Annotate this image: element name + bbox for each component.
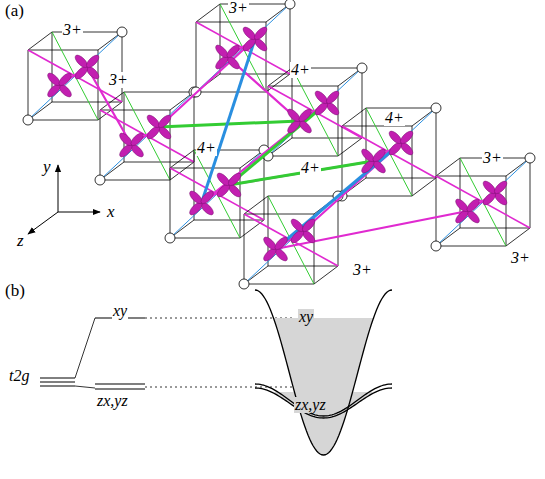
ion-site: [431, 103, 441, 113]
ion-site: [23, 115, 33, 125]
band-filling: [255, 392, 392, 418]
d-orbital: [241, 25, 269, 53]
ion-charge: 3+: [228, 0, 249, 16]
ion-site: [431, 241, 441, 251]
d-orbital: [188, 189, 216, 217]
bond-line: [100, 110, 194, 162]
d-orbital: [286, 107, 314, 135]
d-orbital: [360, 147, 388, 175]
bond-line: [436, 176, 530, 228]
ion-charge: 4+: [384, 110, 405, 126]
orbital-label: zx,yz: [96, 393, 129, 409]
orbital-label: t2g: [8, 368, 30, 384]
cube-edge: [196, 4, 220, 22]
ion-charge: 4+: [290, 62, 311, 78]
band-label: zx,yz: [294, 397, 327, 413]
cube-edge: [342, 108, 366, 126]
cube-edge: [412, 178, 436, 196]
bond-line: [196, 22, 290, 74]
ion-charge: 3+: [62, 22, 83, 38]
bond-line: [170, 168, 264, 220]
axis-label: x: [106, 203, 116, 220]
panel-label: (b): [4, 282, 26, 299]
cube-edge: [266, 74, 290, 92]
cube-edge: [244, 196, 268, 214]
cube-edge: [170, 150, 194, 168]
bond-line: [229, 103, 327, 185]
cube-lattice: [23, 0, 535, 289]
d-orbital: [262, 235, 290, 263]
d-orbital: [454, 197, 482, 225]
band-curve: [255, 384, 392, 416]
axis-arrow: [28, 212, 58, 234]
d-orbital: [289, 217, 317, 245]
orbital-label: xy: [112, 303, 128, 319]
splitting-line: [75, 318, 95, 378]
cube-edge: [268, 68, 292, 86]
ion-site: [117, 27, 127, 37]
bond-line: [268, 86, 362, 138]
bond-line: [436, 158, 530, 246]
d-orbital: [73, 53, 101, 81]
axis-label: y: [42, 158, 52, 175]
ion-charge: 3+: [352, 262, 373, 278]
bond-line: [268, 68, 362, 156]
ion-charge: 4+: [196, 140, 217, 156]
cube-edge: [314, 266, 338, 284]
ion-site: [357, 63, 367, 73]
bond-line: [229, 161, 374, 185]
d-orbital: [145, 113, 173, 141]
band-curve: [255, 388, 392, 418]
ion-site: [525, 153, 535, 163]
band-filling: [255, 318, 392, 455]
orbital-chain: [60, 39, 496, 249]
bond-line: [100, 92, 194, 180]
cube-edge: [28, 32, 52, 50]
bond-line: [202, 39, 256, 203]
d-orbital: [215, 171, 243, 199]
cube-edge: [506, 228, 530, 246]
energy-level: [95, 388, 145, 389]
band-label: xy: [298, 309, 314, 325]
dotted-line: [145, 318, 294, 319]
splitting-line: [75, 386, 95, 388]
bond-line: [342, 126, 436, 178]
level-diagram: [40, 290, 392, 455]
d-orbital: [118, 131, 146, 159]
ion-site: [95, 175, 105, 185]
d-orbital: [46, 71, 74, 99]
d-orbital: [214, 43, 242, 71]
axis-arrow: [58, 165, 59, 212]
axis-label: z: [16, 232, 25, 249]
axis-arrow: [58, 212, 100, 213]
d-orbital: [481, 179, 509, 207]
cube-edge: [436, 158, 460, 176]
ion-site: [239, 279, 249, 289]
cube-edge: [170, 162, 194, 180]
ion-charge: 4+: [300, 160, 321, 176]
ion-charge: 3+: [108, 72, 129, 88]
ion-site: [165, 233, 175, 243]
energy-level: [40, 378, 75, 379]
d-orbital: [387, 129, 415, 157]
energy-level: [95, 383, 145, 384]
band-curve: [255, 290, 392, 455]
panel-label: (a): [4, 2, 25, 19]
ion-charge: 3+: [482, 150, 503, 166]
d-orbital: [313, 89, 341, 117]
ion-charge: 3+: [510, 250, 531, 266]
energy-level: [40, 382, 75, 383]
energy-level: [40, 386, 75, 387]
bond-line: [276, 143, 402, 249]
ion-site: [285, 0, 295, 9]
